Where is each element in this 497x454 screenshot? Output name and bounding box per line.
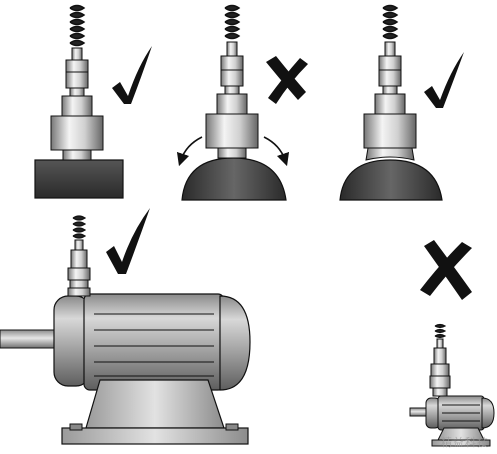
cooling-fins — [94, 313, 214, 377]
cross-mark-icon — [266, 56, 308, 104]
connector-neck — [71, 47, 83, 61]
cross-mark-icon — [420, 240, 472, 300]
sensor-housing — [50, 115, 104, 151]
sensor-on-curved-surface-rocking-group — [176, 4, 308, 201]
motor-shaft — [0, 329, 59, 349]
motor-stand — [85, 379, 225, 429]
dome-surface — [181, 157, 287, 201]
sensor-on-small-motor-group — [409, 240, 495, 447]
flat-block — [34, 159, 124, 199]
sensor-body — [61, 95, 93, 117]
sensor-1 — [50, 4, 104, 161]
motor-foot — [61, 427, 249, 445]
curved-adapter — [365, 147, 415, 161]
motor-rear-cap — [219, 295, 251, 391]
sensor-stem — [69, 87, 85, 97]
check-mark-icon — [106, 208, 150, 274]
sensor-2 — [205, 4, 259, 159]
sensor-on-large-motor-group — [0, 208, 251, 445]
check-mark-icon — [112, 46, 152, 104]
curved-arrow-icon — [176, 136, 203, 167]
sensor-4 — [67, 215, 91, 297]
sensor-3 — [363, 4, 417, 161]
sensor-on-curved-surface-with-adapter-group — [339, 4, 464, 201]
sensor-5 — [429, 323, 451, 397]
cable-spring — [69, 4, 86, 47]
check-mark-icon — [424, 52, 464, 108]
watermark: 精益科技 — [441, 436, 489, 449]
sensor-base — [62, 149, 92, 161]
connector-nut — [65, 59, 89, 89]
curved-arrow-icon — [263, 136, 290, 167]
sensor-on-flat-block-group — [34, 4, 152, 199]
dome-surface — [339, 159, 443, 201]
small-motor-shaft — [409, 407, 429, 417]
